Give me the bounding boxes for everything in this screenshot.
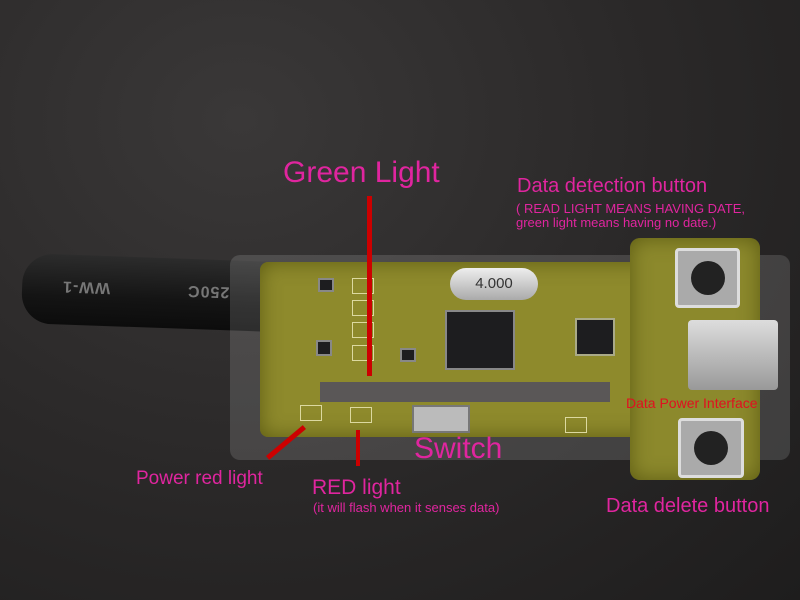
switch-label: Switch	[414, 432, 503, 465]
power-led	[300, 405, 322, 421]
data-power-interface-label: Data Power Interface	[626, 395, 758, 411]
data-delete-label: Data delete button	[606, 495, 770, 517]
usb-port[interactable]	[688, 320, 778, 390]
red-light-note: (it will flash when it senses data)	[313, 500, 500, 515]
component-pad	[565, 417, 587, 433]
data-delete-button[interactable]	[678, 418, 744, 478]
component-pad	[352, 278, 374, 294]
transistor	[318, 278, 334, 292]
component-pad	[352, 345, 374, 361]
green-light-label: Green Light	[283, 156, 440, 189]
memory-chip	[575, 318, 615, 356]
green-light-pointer	[367, 196, 372, 376]
crystal-oscillator: 4.000	[450, 268, 538, 300]
data-detection-button[interactable]	[675, 248, 740, 308]
transistor	[316, 340, 332, 356]
power-switch[interactable]	[412, 405, 470, 433]
tube-marking: 250C	[186, 281, 230, 301]
component-pad	[352, 322, 374, 338]
data-detection-label: Data detection button	[517, 175, 708, 197]
redaction-bar	[320, 382, 610, 402]
red-light-pointer	[356, 430, 360, 466]
component-pad	[352, 300, 374, 316]
tube-marking: WW-1	[61, 277, 111, 297]
red-light-label: RED light	[312, 476, 401, 499]
power-red-light-label: Power red light	[136, 468, 263, 489]
transistor	[400, 348, 416, 362]
red-led	[350, 407, 372, 423]
microcontroller-chip	[445, 310, 515, 370]
data-detection-note: green light means having no date.)	[516, 215, 717, 230]
data-detection-note: ( READ LIGHT MEANS HAVING DATE,	[516, 201, 745, 216]
